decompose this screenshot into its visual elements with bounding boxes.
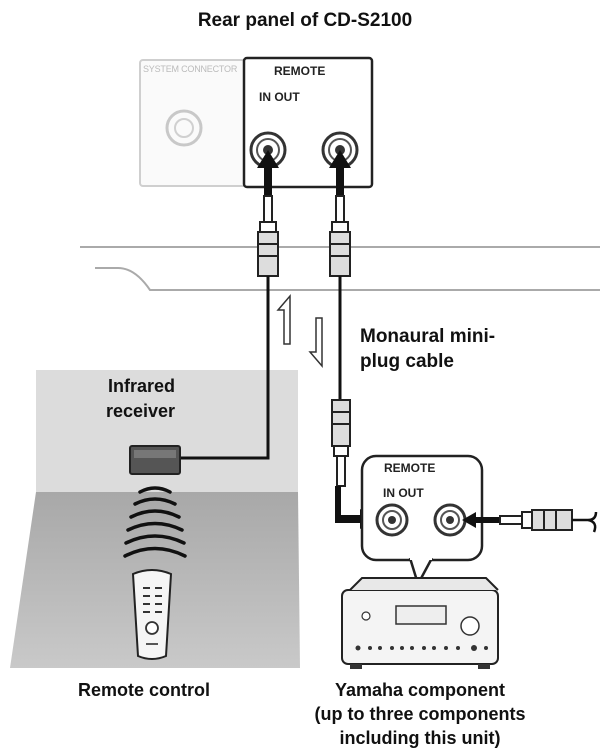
infrared-label-line2: receiver: [106, 401, 176, 421]
remote-control-label: Remote control: [78, 680, 211, 700]
external-plug-arrow: [462, 512, 500, 528]
infrared-label-line1: Infrared: [108, 376, 176, 396]
yamaha-label-line2: (up to three components: [314, 704, 526, 724]
rear-in-out-label: IN OUT: [259, 90, 300, 104]
system-connector-panel: [139, 59, 251, 187]
cables: [180, 276, 342, 460]
cable-label-line1: Monaural mini-: [360, 326, 496, 347]
component-in-out-label: IN OUT: [383, 486, 424, 500]
external-mini-plug: [499, 509, 573, 531]
infrared-waves: [123, 486, 187, 558]
signal-up-arrow: [276, 293, 291, 345]
system-connector-jack: [165, 109, 203, 147]
signal-down-arrow: [308, 317, 323, 369]
infrared-receiver-box: [129, 445, 181, 475]
rear-remote-label: REMOTE: [274, 64, 326, 78]
component-out-jack: [433, 503, 467, 537]
external-cable: [572, 511, 598, 533]
diagram-title: Rear panel of CD-S2100: [197, 10, 413, 31]
component-remote-label: REMOTE: [384, 461, 436, 475]
yamaha-label-line3: including this unit): [339, 728, 501, 748]
cable-label-line2: plug cable: [360, 351, 454, 372]
left-mini-plug: [257, 195, 279, 277]
system-connector-label: SYSTEM CONNECTOR: [143, 64, 238, 74]
component-in-jack: [375, 503, 409, 537]
plug-arrows: [257, 150, 351, 196]
yamaha-receiver: [341, 577, 499, 669]
remote-control: [131, 569, 173, 660]
right-mini-plug: [329, 195, 351, 277]
yamaha-label-line1: Yamaha component: [334, 680, 506, 700]
yamaha-mini-plug: [331, 399, 351, 487]
